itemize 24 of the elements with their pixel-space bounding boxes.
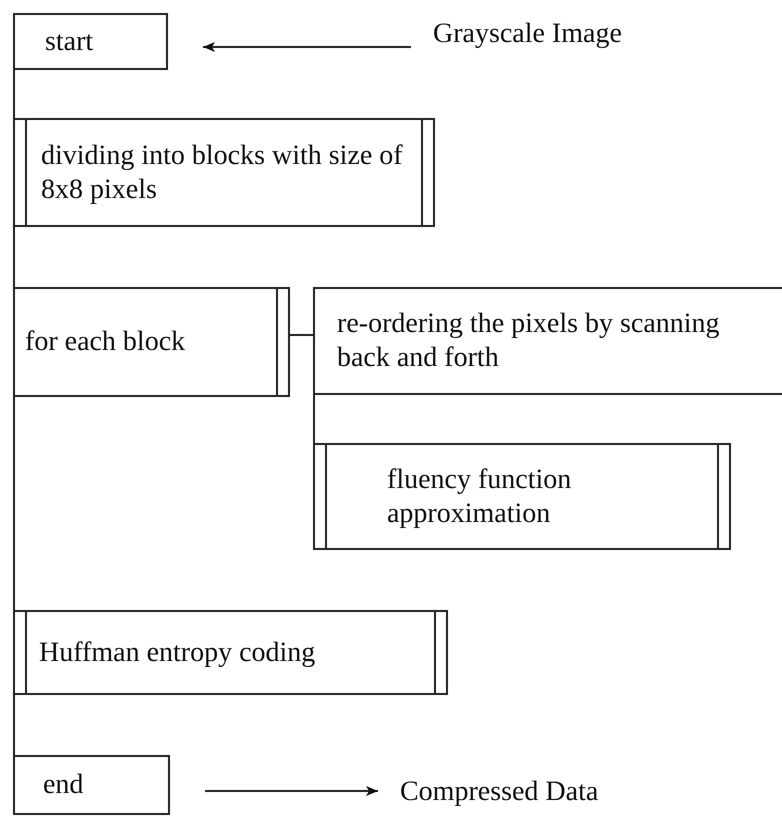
step-label: dividing into blocks with size of 8x8 pixels bbox=[41, 138, 404, 206]
step-label: start bbox=[45, 24, 94, 58]
process-box bbox=[313, 287, 782, 395]
step-label: for each block bbox=[25, 325, 186, 359]
step-label: Grayscale Image bbox=[433, 17, 622, 51]
step-label: Huffman entropy coding bbox=[39, 636, 316, 670]
step-label: end bbox=[43, 768, 84, 802]
connector-line bbox=[13, 70, 15, 118]
process-box bbox=[13, 755, 170, 815]
process-box bbox=[13, 287, 290, 397]
connector-line bbox=[13, 227, 15, 287]
step-label: re-ordering the pixels by scanning back and forth bbox=[337, 307, 721, 375]
process-box bbox=[313, 443, 731, 550]
connector-line bbox=[13, 695, 15, 755]
step-label: Compressed Data bbox=[400, 775, 598, 809]
connector-line bbox=[313, 395, 315, 443]
connector-line bbox=[290, 334, 313, 336]
step-label: fluency function approximation bbox=[387, 462, 572, 530]
process-box bbox=[13, 610, 448, 695]
arrow bbox=[203, 42, 411, 52]
arrow bbox=[205, 786, 378, 796]
connector-line bbox=[13, 397, 15, 610]
process-box bbox=[13, 118, 435, 227]
process-box bbox=[13, 13, 168, 70]
